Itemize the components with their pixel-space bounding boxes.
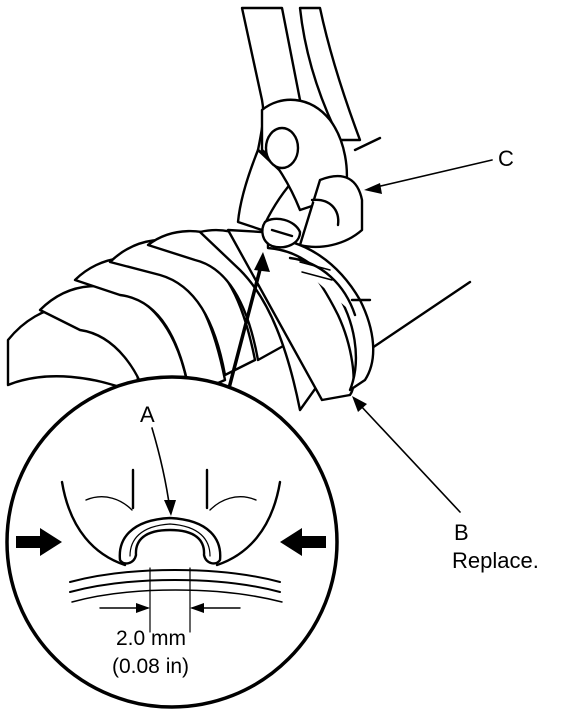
dimension-mm: 2.0 mm bbox=[116, 627, 187, 650]
detail-circle bbox=[5, 375, 339, 709]
leader-c bbox=[364, 159, 493, 194]
boot-band bbox=[266, 236, 375, 392]
squeeze-arrows bbox=[16, 528, 326, 556]
label-c: C bbox=[498, 146, 514, 171]
label-b-note: Replace. bbox=[452, 548, 539, 573]
cv-boot bbox=[6, 228, 355, 412]
band-crimp-tool bbox=[236, 6, 382, 249]
label-a: A bbox=[140, 402, 155, 427]
detail-pointer bbox=[226, 252, 270, 394]
band-detail bbox=[60, 468, 283, 633]
label-b: B bbox=[454, 520, 469, 545]
dimension-in: (0.08 in) bbox=[112, 655, 190, 678]
leader-b bbox=[352, 396, 461, 513]
leader-a bbox=[151, 427, 176, 516]
axle-line bbox=[370, 280, 472, 350]
